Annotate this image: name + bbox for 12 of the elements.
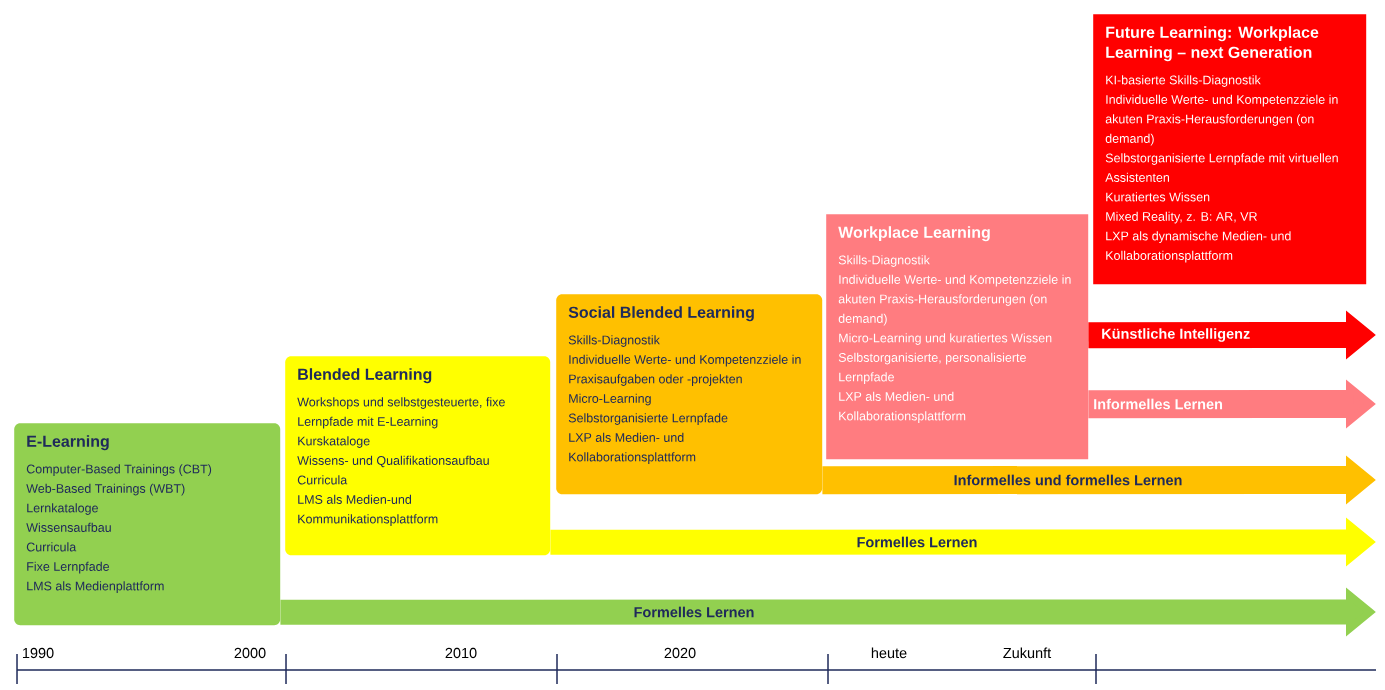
- timeline-label: heute: [871, 647, 907, 659]
- era-box: Social Blended Learning Skills-Diagnostik Individuelle Werte- und Kompetenzziele in Praxisaufgaben oder -projekten Micro-Learning Selbstorganisierte Lernpfade LXP als Medien- und Kollaborationsplattform: [556, 294, 823, 495]
- era-box: Blended Learning Workshops und selbstgesteuerte, fixe Lernpfade mit E-Learning Kurskataloge Wissens- und Qualifikationsaufbau Curricula LMS als Medien-und Kommunikationsplattform: [285, 356, 551, 556]
- timeline-label: 2010: [445, 647, 477, 659]
- timeline-label: 2000: [234, 647, 266, 659]
- era-box: Workplace Learning Skills-Diagnostik Individuelle Werte- und Kompetenzziele in akuten Praxis-Herausforderungen (on demand) Micro-Learning und kuratiertes Wissen Selbstorganisierte, personalisierte Lernpfade LXP als Medien- und Kollaborationsplattform: [826, 214, 1089, 460]
- band-label: Künstliche Intelligenz: [1100, 327, 1252, 343]
- era-box: Future Learning: Workplace Learning – next Generation KI-basierte Skills-Diagnostik Individuelle Werte- und Kompetenzziele in akuten Praxis-Herausforderungen (on demand) Selbstorganisierte Lernpfade mit virtuellen Assistenten Kuratiertes Wissen Mixed Reality, z. B: AR, VR LXP als dynamische Medien- und Kollaborationsplattform: [1093, 14, 1367, 285]
- timeline-label: 2020: [664, 647, 696, 659]
- timeline-label: Zukunft: [1003, 647, 1052, 659]
- timeline-label: 1990: [23, 647, 54, 659]
- era-box: E-Learning Computer-Based Trainings (CBT) Web-Based Trainings (WBT) Lernkataloge Wissensaufbau Curricula Fixe Lernpfade LMS als Medienplattform: [14, 423, 281, 626]
